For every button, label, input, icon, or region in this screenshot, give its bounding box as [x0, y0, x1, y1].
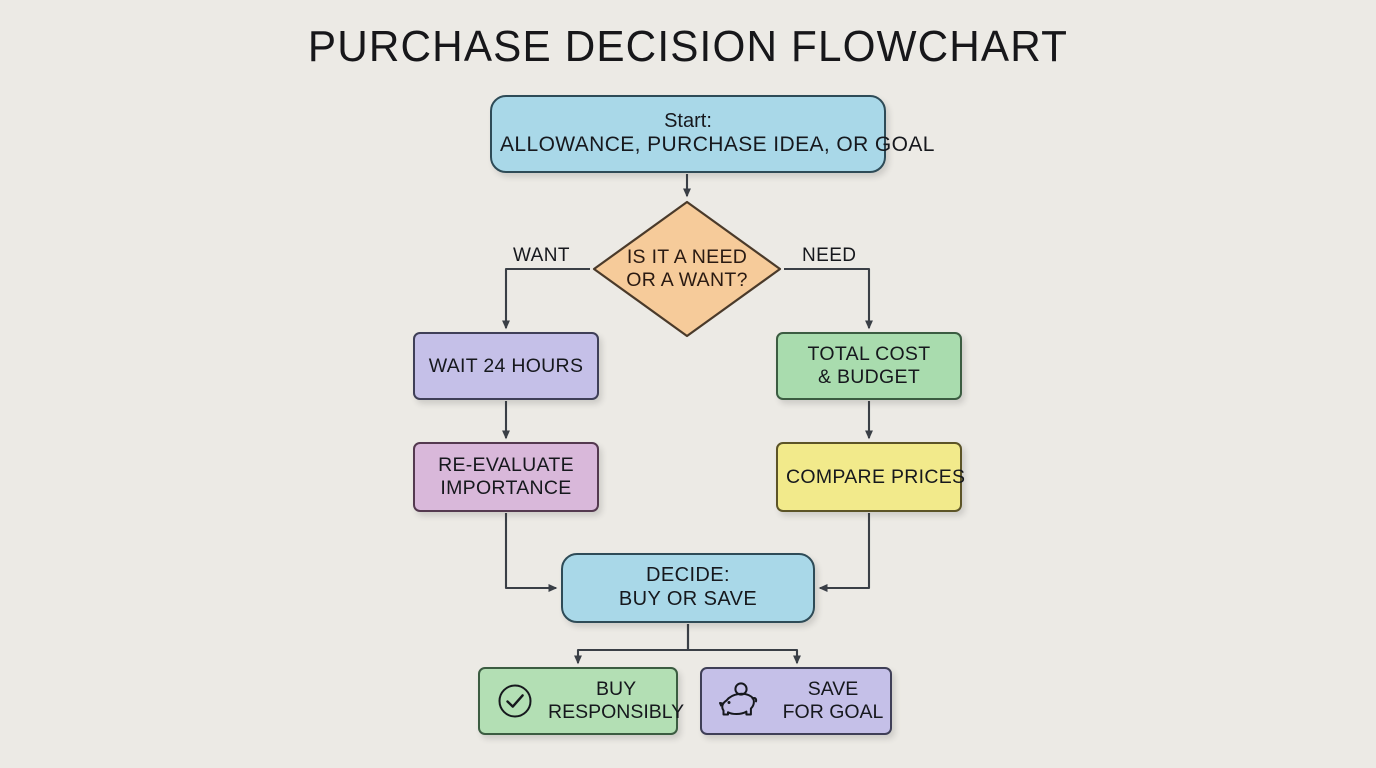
node-buy-line1: BUY	[596, 678, 637, 700]
edge-reevaluate-to-decide	[504, 513, 558, 592]
node-buy-line2: RESPONSIBLY	[548, 701, 685, 723]
diamond-shape	[592, 200, 782, 338]
node-totalcost-line1: TOTAL COST	[807, 343, 931, 365]
edge-label-want: WANT	[513, 245, 570, 266]
check-circle-icon	[496, 682, 534, 720]
node-start-line2: ALLOWANCE, PURCHASE IDEA, OR GOAL	[500, 133, 935, 157]
node-buy-responsibly[interactable]: BUY RESPONSIBLY	[478, 667, 684, 735]
edge-label-need: NEED	[802, 245, 857, 266]
node-decision-line2: OR A WANT?	[626, 269, 748, 291]
node-decision-need-or-want[interactable]: IS IT A NEED OR A WANT?	[592, 200, 782, 338]
piggy-bank-icon	[718, 681, 762, 721]
node-compare-prices[interactable]: COMPARE PRICES	[776, 442, 966, 512]
node-decide-buy-or-save[interactable]: DECIDE: BUY OR SAVE	[561, 553, 815, 623]
edge-decision-to-wait	[502, 267, 590, 330]
node-total-cost-and-budget[interactable]: TOTAL COST & BUDGET	[776, 332, 962, 400]
node-decide-line2: BUY OR SAVE	[618, 588, 758, 610]
node-totalcost-line2: & BUDGET	[817, 366, 921, 388]
node-decision-line1: IS IT A NEED	[626, 245, 748, 268]
node-reevaluate-line1: RE-EVALUATE	[438, 454, 574, 476]
node-decide-line1: DECIDE:	[646, 564, 730, 587]
node-reevaluate-line2: IMPORTANCE	[440, 477, 572, 499]
edge-decide-to-buy	[574, 624, 690, 665]
node-reevaluate-importance[interactable]: RE-EVALUATE IMPORTANCE	[413, 442, 599, 512]
edge-decision-to-totalcost	[784, 267, 873, 330]
node-compare-line1: COMPARE PRICES	[786, 465, 966, 488]
page-title: PURCHASE DECISION FLOWCHART	[307, 22, 1069, 71]
node-save-line2: FOR GOAL	[782, 701, 884, 723]
node-start-line1: Start:	[664, 109, 712, 132]
node-start[interactable]: Start: ALLOWANCE, PURCHASE IDEA, OR GOAL	[490, 95, 935, 173]
node-wait-line1: WAIT 24 HOURS	[428, 354, 584, 377]
node-wait-24-hours[interactable]: WAIT 24 HOURS	[413, 332, 599, 400]
node-save-line1: SAVE	[807, 678, 859, 700]
edge-decide-to-save	[686, 624, 801, 665]
edge-compare-to-decide	[818, 513, 871, 592]
node-save-for-goal[interactable]: SAVE FOR GOAL	[700, 667, 892, 735]
